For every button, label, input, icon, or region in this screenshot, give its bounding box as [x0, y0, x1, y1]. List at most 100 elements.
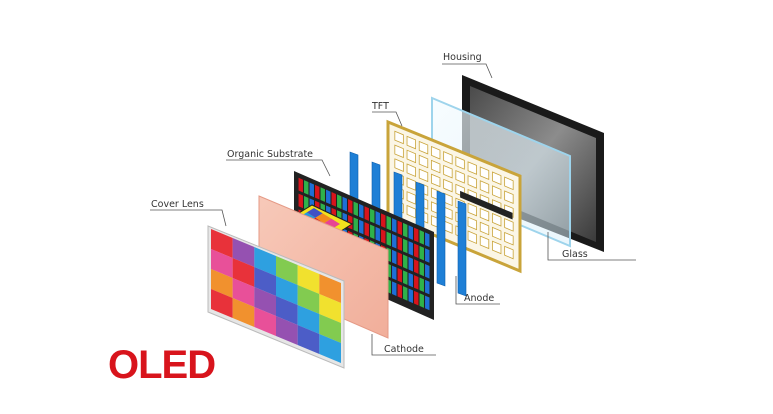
- organic-subpixel: [408, 241, 413, 256]
- oled-logo: OLED: [108, 343, 215, 387]
- organic-subpixel: [315, 184, 320, 200]
- organic-subpixel: [392, 265, 397, 281]
- label-anode: Anode: [464, 293, 494, 304]
- organic-subpixel: [414, 243, 419, 259]
- tft-cell: [394, 144, 404, 159]
- organic-subpixel: [414, 290, 419, 306]
- organic-subpixel: [337, 194, 342, 209]
- tft-cell: [431, 145, 441, 160]
- tft-cell: [431, 159, 441, 174]
- tft-row-band: [460, 190, 513, 220]
- lens-tile: [254, 267, 276, 296]
- tft-cell: [504, 231, 514, 246]
- organic-subpixel: [425, 232, 430, 247]
- organic-subpixel: [348, 199, 353, 214]
- leader-glass: [547, 232, 636, 261]
- organic-subpixel: [414, 259, 419, 274]
- tft-cell: [455, 156, 465, 170]
- tft-cell: [504, 176, 514, 191]
- tft-cell: [431, 173, 441, 188]
- organic-subpixel: [397, 252, 402, 267]
- tft-cell: [406, 163, 416, 178]
- organic-subpixel: [342, 196, 347, 212]
- organic-subpixel: [392, 218, 397, 233]
- organic-subpixel: [419, 293, 424, 308]
- organic-subpixel: [414, 227, 419, 243]
- label-cover-lens: Cover Lens: [151, 199, 204, 210]
- lens-tile: [254, 247, 276, 276]
- organic-subpixel: [425, 279, 430, 295]
- organic-subpixel: [392, 233, 397, 249]
- lens-tile: [232, 278, 255, 307]
- organic-subpixel: [298, 193, 303, 209]
- lens-tile: [276, 316, 298, 345]
- leader-tft: [372, 111, 403, 127]
- lens-tile: [276, 296, 298, 325]
- lens-tile: [232, 238, 255, 267]
- organic-subpixel: [397, 283, 402, 299]
- tft-cell: [467, 175, 477, 189]
- tft-cell: [492, 185, 502, 199]
- organic-subpixel: [408, 225, 413, 240]
- tft-cell: [406, 204, 416, 219]
- organic-subpixel: [392, 281, 397, 296]
- tft-cell: [406, 177, 416, 191]
- tft-cell: [479, 166, 490, 180]
- tft-cell: [492, 171, 502, 186]
- tft-cell: [394, 130, 404, 145]
- tft-cell: [467, 161, 477, 175]
- leader-anode: [455, 276, 500, 305]
- tft-cell: [406, 149, 416, 164]
- organic-subpixel: [419, 261, 424, 277]
- organic-subpixel: [397, 220, 402, 236]
- zoom-tile: [324, 218, 340, 229]
- organic-subpixel: [331, 192, 336, 207]
- cover-lens-tiles: [211, 229, 341, 363]
- organic-subpixel: [381, 213, 386, 228]
- tft-cell: [492, 212, 502, 227]
- organic-subpixel: [419, 245, 424, 261]
- organic-subpixel: [386, 215, 391, 231]
- organic-subpixel: [425, 264, 430, 279]
- lens-tile: [276, 276, 298, 305]
- tft-cell: [418, 168, 429, 183]
- tft-cell: [492, 226, 502, 241]
- lens-tile: [297, 265, 320, 294]
- organic-subpixel: [392, 249, 397, 265]
- label-organic-substrate: Organic Substrate: [227, 149, 313, 160]
- leader-cathode: [371, 334, 436, 356]
- lens-tile: [232, 258, 255, 287]
- tft-cell: [504, 190, 514, 205]
- label-housing: Housing: [443, 52, 482, 63]
- organic-subpixel: [304, 180, 309, 195]
- lens-tile: [254, 287, 276, 316]
- lens-tile: [211, 289, 233, 318]
- lens-tile: [297, 325, 320, 354]
- label-tft: TFT: [371, 101, 389, 112]
- organic-subpixel: [425, 295, 430, 311]
- organic-subpixel: [403, 286, 408, 301]
- lens-tile: [319, 314, 341, 343]
- tft-cell: [418, 154, 429, 169]
- organic-subpixel: [364, 222, 369, 237]
- organic-subpixel: [408, 256, 413, 272]
- organic-subpixel: [403, 238, 408, 254]
- lens-tile: [211, 269, 233, 298]
- lens-tile: [211, 229, 233, 258]
- tft-cell: [418, 140, 429, 155]
- tft-cell: [479, 180, 490, 194]
- organic-subpixel: [403, 270, 408, 285]
- organic-subpixel: [397, 236, 402, 251]
- lens-tile: [211, 249, 233, 278]
- organic-subpixel: [375, 211, 380, 226]
- tft-cell: [504, 218, 514, 232]
- tft-cell: [443, 151, 453, 165]
- leader-organic-substrate: [226, 159, 331, 177]
- lens-tile: [319, 334, 341, 363]
- organic-subpixel: [359, 203, 364, 219]
- tft-cell: [443, 164, 453, 179]
- tft-cell: [479, 207, 490, 222]
- organic-subpixel: [397, 267, 402, 283]
- tft-cell: [443, 178, 453, 193]
- leader-housing: [442, 63, 493, 79]
